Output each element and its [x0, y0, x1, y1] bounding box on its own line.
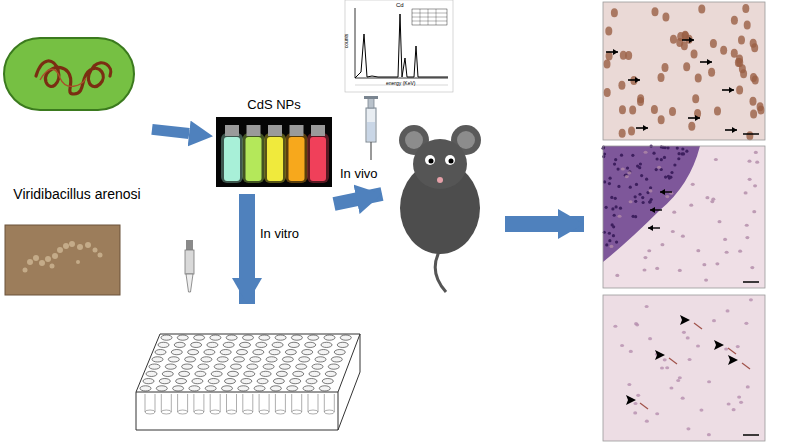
well-plate	[136, 334, 360, 430]
edx-spectrum	[345, 0, 453, 92]
node-text: Viridibacillus arenosi	[13, 186, 140, 202]
mouse	[399, 125, 481, 292]
bacterium-shape	[2, 36, 152, 206]
process-arrow	[247, 194, 584, 304]
histology-panels	[601, 2, 765, 441]
spectrum-label: Cd	[396, 2, 404, 8]
micrograph	[5, 225, 120, 295]
process-arrow	[152, 129, 189, 133]
spectrum-label: counts	[343, 34, 349, 49]
spectrum-label: energy (KeV)	[386, 80, 415, 86]
nanoparticle-node: CdS NPs	[213, 95, 335, 191]
route-label: In vivo	[340, 166, 378, 181]
pipette	[185, 240, 194, 292]
bacterium-node: Viridibacillus arenosi	[2, 36, 152, 206]
route-label: In vitro	[260, 226, 299, 241]
syringe	[364, 96, 378, 160]
node-text: CdS NPs	[247, 97, 300, 112]
